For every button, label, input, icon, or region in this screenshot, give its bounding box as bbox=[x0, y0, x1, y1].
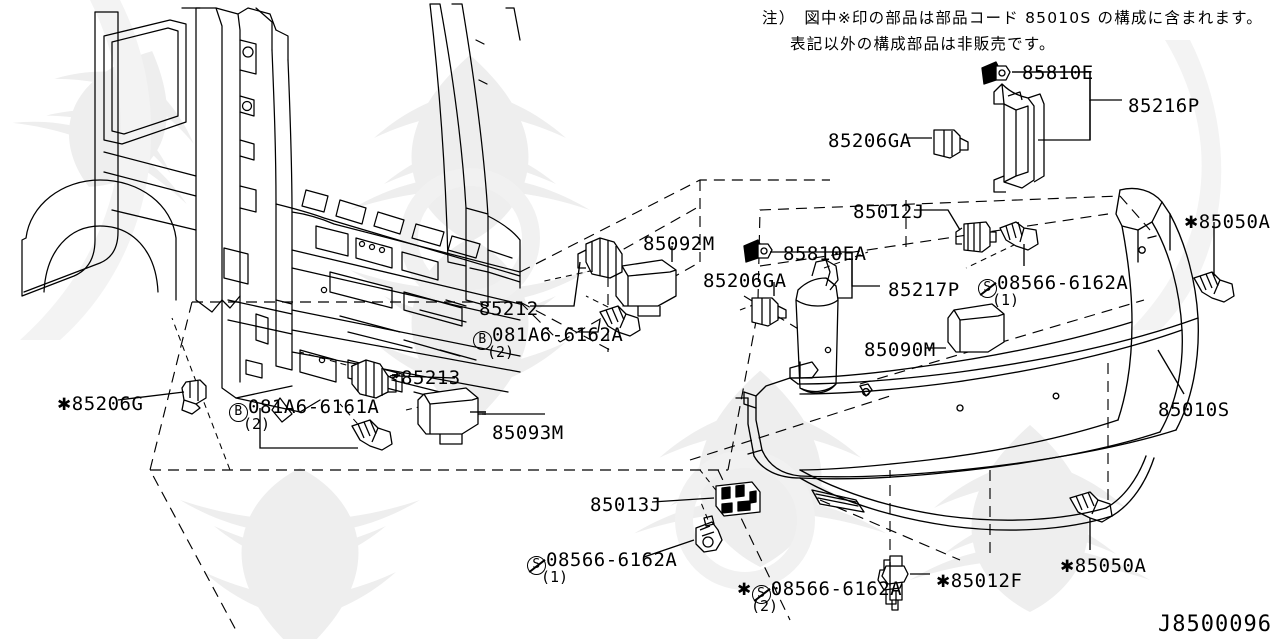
part-number-text: 85217P bbox=[888, 279, 960, 301]
part-quantity: (2) bbox=[751, 597, 779, 615]
part-number-text: 85012J bbox=[853, 201, 925, 223]
part-label-85090M: 85090M bbox=[864, 341, 936, 360]
vehicle-body-rear-structure bbox=[21, 3, 521, 423]
part-85216P bbox=[993, 83, 1045, 193]
part-number-text: 85216P bbox=[1128, 95, 1200, 117]
part-label-85012F: ✱85012F bbox=[936, 572, 1022, 591]
part-label-85213: 85213 bbox=[401, 369, 461, 388]
asterisk-mark: ✱ bbox=[936, 572, 951, 592]
part-85012F bbox=[881, 555, 909, 611]
part-85093M bbox=[417, 387, 479, 445]
part-number-text: 08566-6162A bbox=[546, 549, 678, 571]
part-number-text: 08566-6162A bbox=[997, 272, 1129, 294]
asterisk-mark: ✱ bbox=[737, 580, 752, 600]
part-08566-6162A-upper bbox=[999, 221, 1039, 251]
part-number-text: 85206G bbox=[71, 393, 144, 415]
part-label-85206GA: 85206GA bbox=[828, 132, 912, 151]
part-label-85206GA: 85206GA bbox=[703, 272, 787, 291]
part-85212 bbox=[577, 237, 623, 279]
part-number-text: 081A6-6161A bbox=[248, 396, 380, 418]
diagram-id: J8500096 bbox=[1158, 612, 1272, 637]
part-85050A-right bbox=[1193, 271, 1235, 303]
part-quantity: (1) bbox=[992, 291, 1020, 309]
part-number-text: 85093M bbox=[492, 422, 564, 444]
rear-bumper-fascia-85010S bbox=[735, 187, 1199, 531]
part-label-85216P: 85216P bbox=[1128, 97, 1200, 116]
part-label-85206G: ✱85206G bbox=[57, 395, 143, 414]
part-label-85010S: 85010S bbox=[1158, 401, 1230, 420]
part-85092M bbox=[615, 259, 677, 317]
note-line-2: 表記以外の構成部品は非販売です。 bbox=[790, 35, 1056, 53]
part-label-85013J: 85013J bbox=[590, 496, 662, 515]
asterisk-mark: ✱ bbox=[1184, 213, 1199, 233]
part-label-85212: 85212 bbox=[479, 300, 539, 319]
part-label-85092M: 85092M bbox=[643, 235, 715, 254]
part-85090M bbox=[947, 303, 1005, 353]
part-number-text: 85810E bbox=[1022, 62, 1094, 84]
part-85206GA-lower bbox=[751, 297, 787, 327]
part-quantity: (2) bbox=[243, 415, 271, 433]
part-number-text: 85012F bbox=[950, 570, 1023, 592]
part-number-text: 85090M bbox=[864, 339, 936, 361]
fastener-parts bbox=[181, 61, 1235, 611]
asterisk-mark: ✱ bbox=[1060, 557, 1075, 577]
part-label-85093M: 85093M bbox=[492, 424, 564, 443]
part-label-85217P: 85217P bbox=[888, 281, 960, 300]
part-85013J bbox=[715, 481, 761, 517]
circled-b-icon: B bbox=[473, 331, 492, 350]
part-number-text: 85010S bbox=[1158, 399, 1230, 421]
part-number-text: 85092M bbox=[643, 233, 715, 255]
part-label-85810E: 85810E bbox=[1022, 64, 1094, 83]
part-label-85810EA: 85810EA bbox=[783, 245, 867, 264]
part-number-text: 85213 bbox=[401, 367, 461, 389]
part-label-85012J: 85012J bbox=[853, 203, 925, 222]
part-quantity: (2) bbox=[487, 343, 515, 361]
asterisk-mark: ✱ bbox=[57, 395, 72, 415]
part-number-text: 85050A bbox=[1074, 555, 1147, 577]
part-85810EA bbox=[743, 239, 773, 263]
part-number-text: 081A6-6162A bbox=[492, 324, 624, 346]
part-85810E bbox=[981, 61, 1011, 85]
part-number-text: 85013J bbox=[590, 494, 662, 516]
part-label-85050A: ✱85050A bbox=[1184, 213, 1270, 232]
circled-s-icon: S bbox=[527, 556, 546, 575]
part-85206G bbox=[181, 379, 207, 415]
leader-lines bbox=[117, 71, 1215, 586]
part-number-text: 85050A bbox=[1198, 211, 1271, 233]
part-quantity: (1) bbox=[541, 568, 569, 586]
part-08566-6162A-lower-left bbox=[695, 515, 723, 553]
part-number-text: 85206GA bbox=[703, 270, 787, 292]
part-081A6-6162A-bolt bbox=[599, 305, 641, 337]
part-081A6-6161A-bolt bbox=[351, 419, 393, 451]
circled-b-icon: B bbox=[229, 403, 248, 422]
part-85206GA-upper bbox=[933, 129, 969, 159]
part-85213 bbox=[351, 359, 397, 399]
part-number-text: 85212 bbox=[479, 298, 539, 320]
circled-s-icon: S bbox=[978, 279, 997, 298]
part-number-text: 08566-6162A bbox=[770, 578, 903, 600]
part-85012J bbox=[955, 221, 997, 253]
part-number-text: 85206GA bbox=[828, 130, 912, 152]
circled-s-icon: S bbox=[751, 585, 771, 604]
part-85217P bbox=[795, 259, 839, 394]
part-number-text: 85810EA bbox=[783, 243, 867, 265]
part-label-85050A: ✱85050A bbox=[1060, 557, 1146, 576]
note-line-1: 注） 図中※印の部品は部品コード 85010S の構成に含まれます。 bbox=[762, 9, 1263, 27]
